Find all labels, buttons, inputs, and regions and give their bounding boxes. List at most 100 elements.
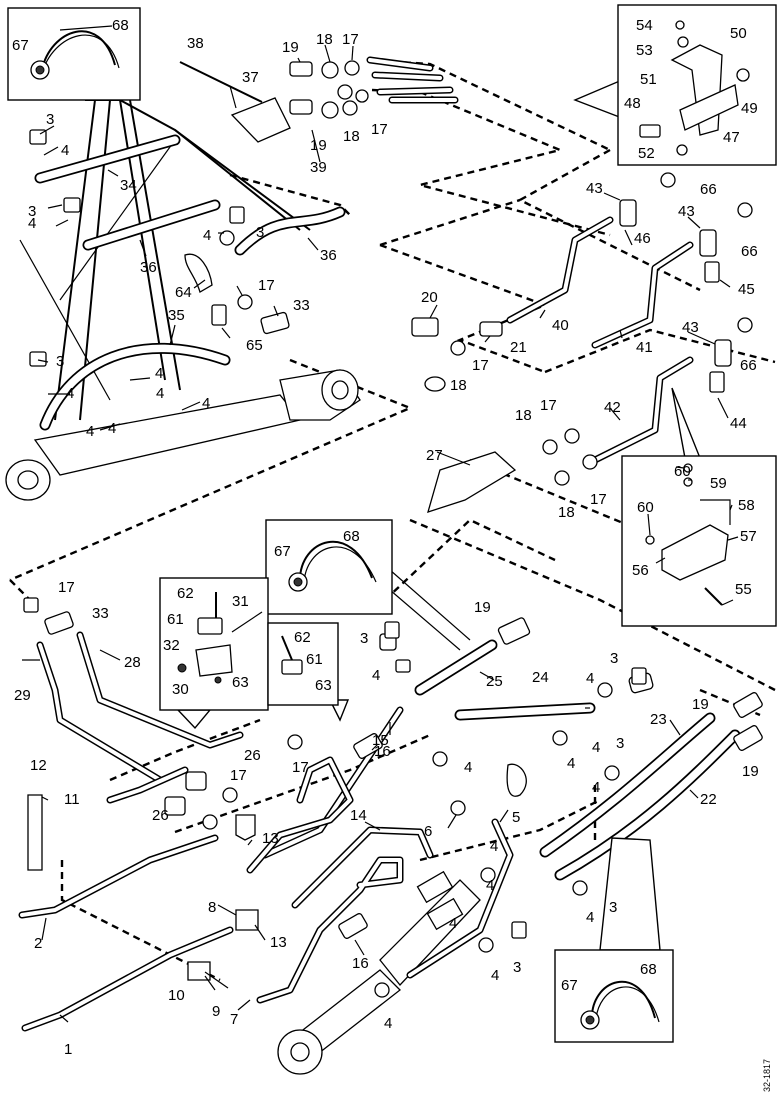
- callout-54: 54: [636, 17, 653, 34]
- callout-3-repeat: 3: [28, 203, 36, 220]
- callout-30: 30: [172, 681, 189, 698]
- callout-60b: 60: [637, 499, 654, 516]
- callout-18-repeat: 18: [343, 128, 360, 145]
- hoses: [34, 134, 741, 881]
- callout-3-repeat: 3: [360, 630, 368, 647]
- callout-34: 34: [120, 177, 137, 194]
- callout-17-repeat: 17: [292, 759, 309, 776]
- callout-49: 49: [741, 100, 758, 117]
- callout-3-repeat: 3: [513, 959, 521, 976]
- callout-25: 25: [486, 673, 503, 690]
- callout-19-repeat: 19: [692, 696, 709, 713]
- callout-4-repeat: 4: [156, 385, 164, 402]
- callout-60a: 60: [674, 463, 691, 480]
- callout-4-repeat: 4: [449, 915, 457, 932]
- callout-40: 40: [552, 317, 569, 334]
- callout-23: 23: [650, 711, 667, 728]
- callout-33a: 33: [293, 297, 310, 314]
- callout-pointers: [176, 78, 702, 951]
- callout-9: 9: [212, 1003, 220, 1020]
- leader-lines: [22, 25, 739, 1023]
- rigid-pipes: [18, 56, 694, 1032]
- callout-4-repeat: 4: [490, 838, 498, 855]
- callout-52: 52: [638, 145, 655, 162]
- callout-68a: 68: [112, 17, 129, 34]
- callout-24: 24: [532, 669, 549, 686]
- callout-17-repeat: 17: [258, 277, 275, 294]
- callout-41: 41: [636, 339, 653, 356]
- hydraulic-cylinder-upper: [5, 369, 361, 501]
- callout-18: 18: [316, 31, 333, 48]
- callout-53: 53: [636, 42, 653, 59]
- callout-36b: 36: [320, 247, 337, 264]
- callout-4-repeat: 4: [486, 877, 494, 894]
- callout-67b: 67: [274, 543, 291, 560]
- callout-19-repeat: 19: [474, 599, 491, 616]
- callout-65: 65: [246, 337, 263, 354]
- callout-58: 58: [738, 497, 755, 514]
- callout-17-repeat: 17: [371, 121, 388, 138]
- drawing-reference: 32-1817: [762, 1059, 772, 1092]
- callout-21: 21: [510, 339, 527, 356]
- callout-2: 2: [34, 935, 42, 952]
- callout-4-repeat: 4: [108, 420, 116, 437]
- callout-3: 3: [46, 111, 54, 128]
- callout-4-repeat: 4: [66, 385, 74, 402]
- callout-16b: 16: [352, 955, 369, 972]
- callout-50: 50: [730, 25, 747, 42]
- callout-7: 7: [230, 1011, 238, 1028]
- callout-22: 22: [700, 791, 717, 808]
- callout-51: 51: [640, 71, 657, 88]
- callout-18-repeat: 18: [558, 504, 575, 521]
- inset-clip-middle: [265, 519, 393, 615]
- callout-64: 64: [175, 284, 192, 301]
- callout-56: 56: [632, 562, 649, 579]
- callout-26a: 26: [244, 747, 261, 764]
- callout-61a: 61: [167, 611, 184, 628]
- repeat-callouts: 3 4 3 4 3 4 4 4 4 4 4 17 18 19 17 17 18 …: [28, 121, 759, 1032]
- callout-36a: 36: [140, 259, 157, 276]
- callout-17-repeat: 17: [590, 491, 607, 508]
- callout-63a: 63: [232, 674, 249, 691]
- callout-4: 4: [61, 142, 69, 159]
- inset-clamp-center: [267, 622, 339, 706]
- inset-clip-top-left: [7, 7, 141, 101]
- callout-68c: 68: [640, 961, 657, 978]
- callout-42: 42: [604, 399, 621, 416]
- callout-4-repeat: 4: [567, 755, 575, 772]
- callout-4-repeat: 4: [464, 759, 472, 776]
- callout-4-repeat: 4: [586, 909, 594, 926]
- callout-4-repeat: 4: [384, 1015, 392, 1032]
- callout-66c: 66: [740, 357, 757, 374]
- callout-48: 48: [624, 95, 641, 112]
- callout-55: 55: [735, 581, 752, 598]
- callout-16a: 16: [374, 743, 391, 760]
- callout-27: 27: [426, 447, 443, 464]
- callout-4-repeat: 4: [592, 779, 600, 796]
- callout-18-repeat: 18: [450, 377, 467, 394]
- callout-4-repeat: 4: [155, 365, 163, 382]
- callout-38: 38: [187, 35, 204, 52]
- callout-labels: 1 2 3 4 5 6 7 8 9 10 11 12 13 13 14 15 1…: [12, 17, 758, 1058]
- callout-17-repeat: 17: [540, 397, 557, 414]
- callout-68b: 68: [343, 528, 360, 545]
- callout-29: 29: [14, 687, 31, 704]
- callout-67c: 67: [561, 977, 578, 994]
- callout-3-repeat: 3: [616, 735, 624, 752]
- inset-clip-bottom-right: [554, 949, 674, 1043]
- inset-manifold-right: [621, 455, 777, 627]
- inset-clamp-left: [159, 577, 269, 711]
- callout-10: 10: [168, 987, 185, 1004]
- callout-12: 12: [30, 757, 47, 774]
- callout-67a: 67: [12, 37, 29, 54]
- callout-17-repeat: 17: [58, 579, 75, 596]
- callout-13b: 13: [270, 934, 287, 951]
- callout-43b: 43: [678, 203, 695, 220]
- callout-37: 37: [242, 69, 259, 86]
- callout-3-repeat: 3: [610, 650, 618, 667]
- callout-4-repeat: 4: [202, 395, 210, 412]
- callout-6: 6: [424, 823, 432, 840]
- callout-4-repeat: 4: [203, 227, 211, 244]
- callout-3-repeat: 3: [56, 353, 64, 370]
